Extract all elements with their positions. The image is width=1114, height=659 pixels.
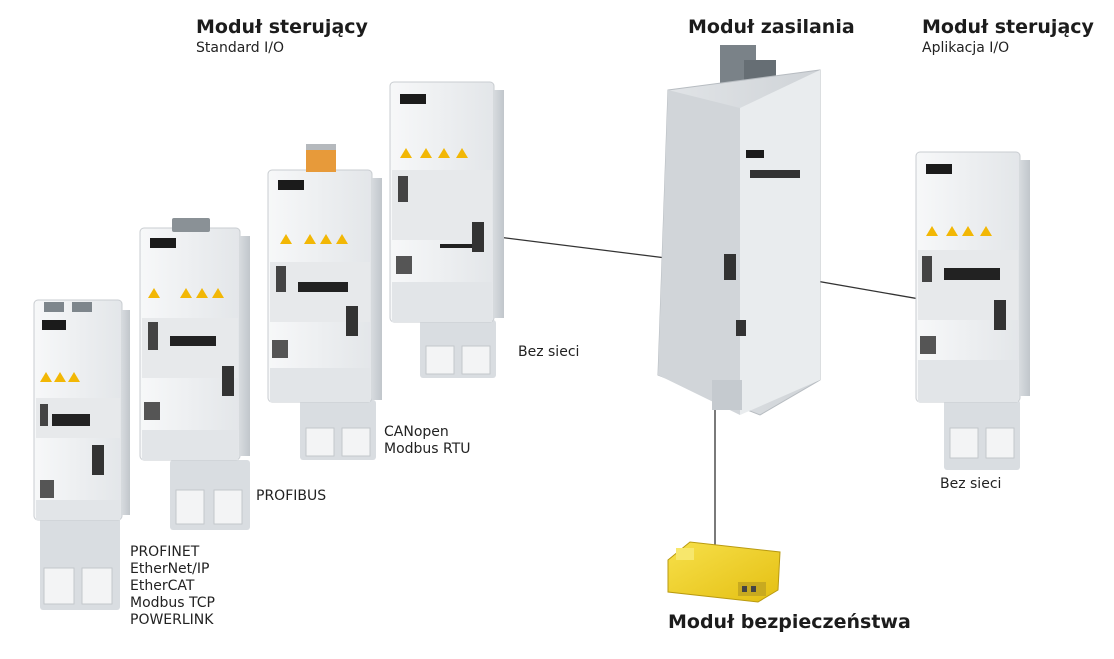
network-label: EtherNet/IP [130, 561, 210, 577]
lenze-logo-icon [746, 150, 764, 158]
power-module [657, 45, 821, 416]
heading-safety-module: Moduł bezpieczeństwa [668, 611, 911, 633]
control-module-profibus [139, 218, 250, 530]
subheading-standard-io: Standard I/O [196, 40, 285, 56]
network-label: Modbus TCP [130, 595, 215, 611]
heading-power-module: Moduł zasilania [688, 16, 855, 38]
network-label-no-network-standard: Bez sieci [518, 344, 580, 360]
control-module-canopen [267, 144, 382, 460]
safety-module [667, 541, 781, 603]
network-label: CANopen [384, 424, 449, 440]
terminal-plug-icon [306, 148, 336, 172]
network-label: Modbus RTU [384, 441, 471, 457]
control-module-no-network [389, 81, 504, 378]
network-label: PROFINET [130, 544, 200, 560]
subheading-application-io: Aplikacja I/O [922, 40, 1010, 56]
control-module-ethernet [33, 299, 130, 610]
heading-control-module-standard: Moduł sterujący [196, 16, 368, 38]
network-list-can: CANopen Modbus RTU [384, 424, 471, 458]
lenze-logo-icon [400, 94, 426, 104]
lenze-logo-icon [150, 238, 176, 248]
heading-control-module-application: Moduł sterujący [922, 16, 1094, 38]
network-label-profibus: PROFIBUS [256, 488, 327, 504]
network-list-ethernet: PROFINET EtherNet/IP EtherCAT Modbus TCP… [130, 544, 215, 629]
network-label-no-network-application: Bez sieci [940, 476, 1002, 492]
network-label: EtherCAT [130, 578, 195, 594]
lenze-logo-icon [926, 164, 952, 174]
lenze-logo-icon [42, 320, 66, 330]
network-label: POWERLINK [130, 612, 214, 628]
control-module-application [915, 151, 1030, 470]
lenze-logo-icon [278, 180, 304, 190]
